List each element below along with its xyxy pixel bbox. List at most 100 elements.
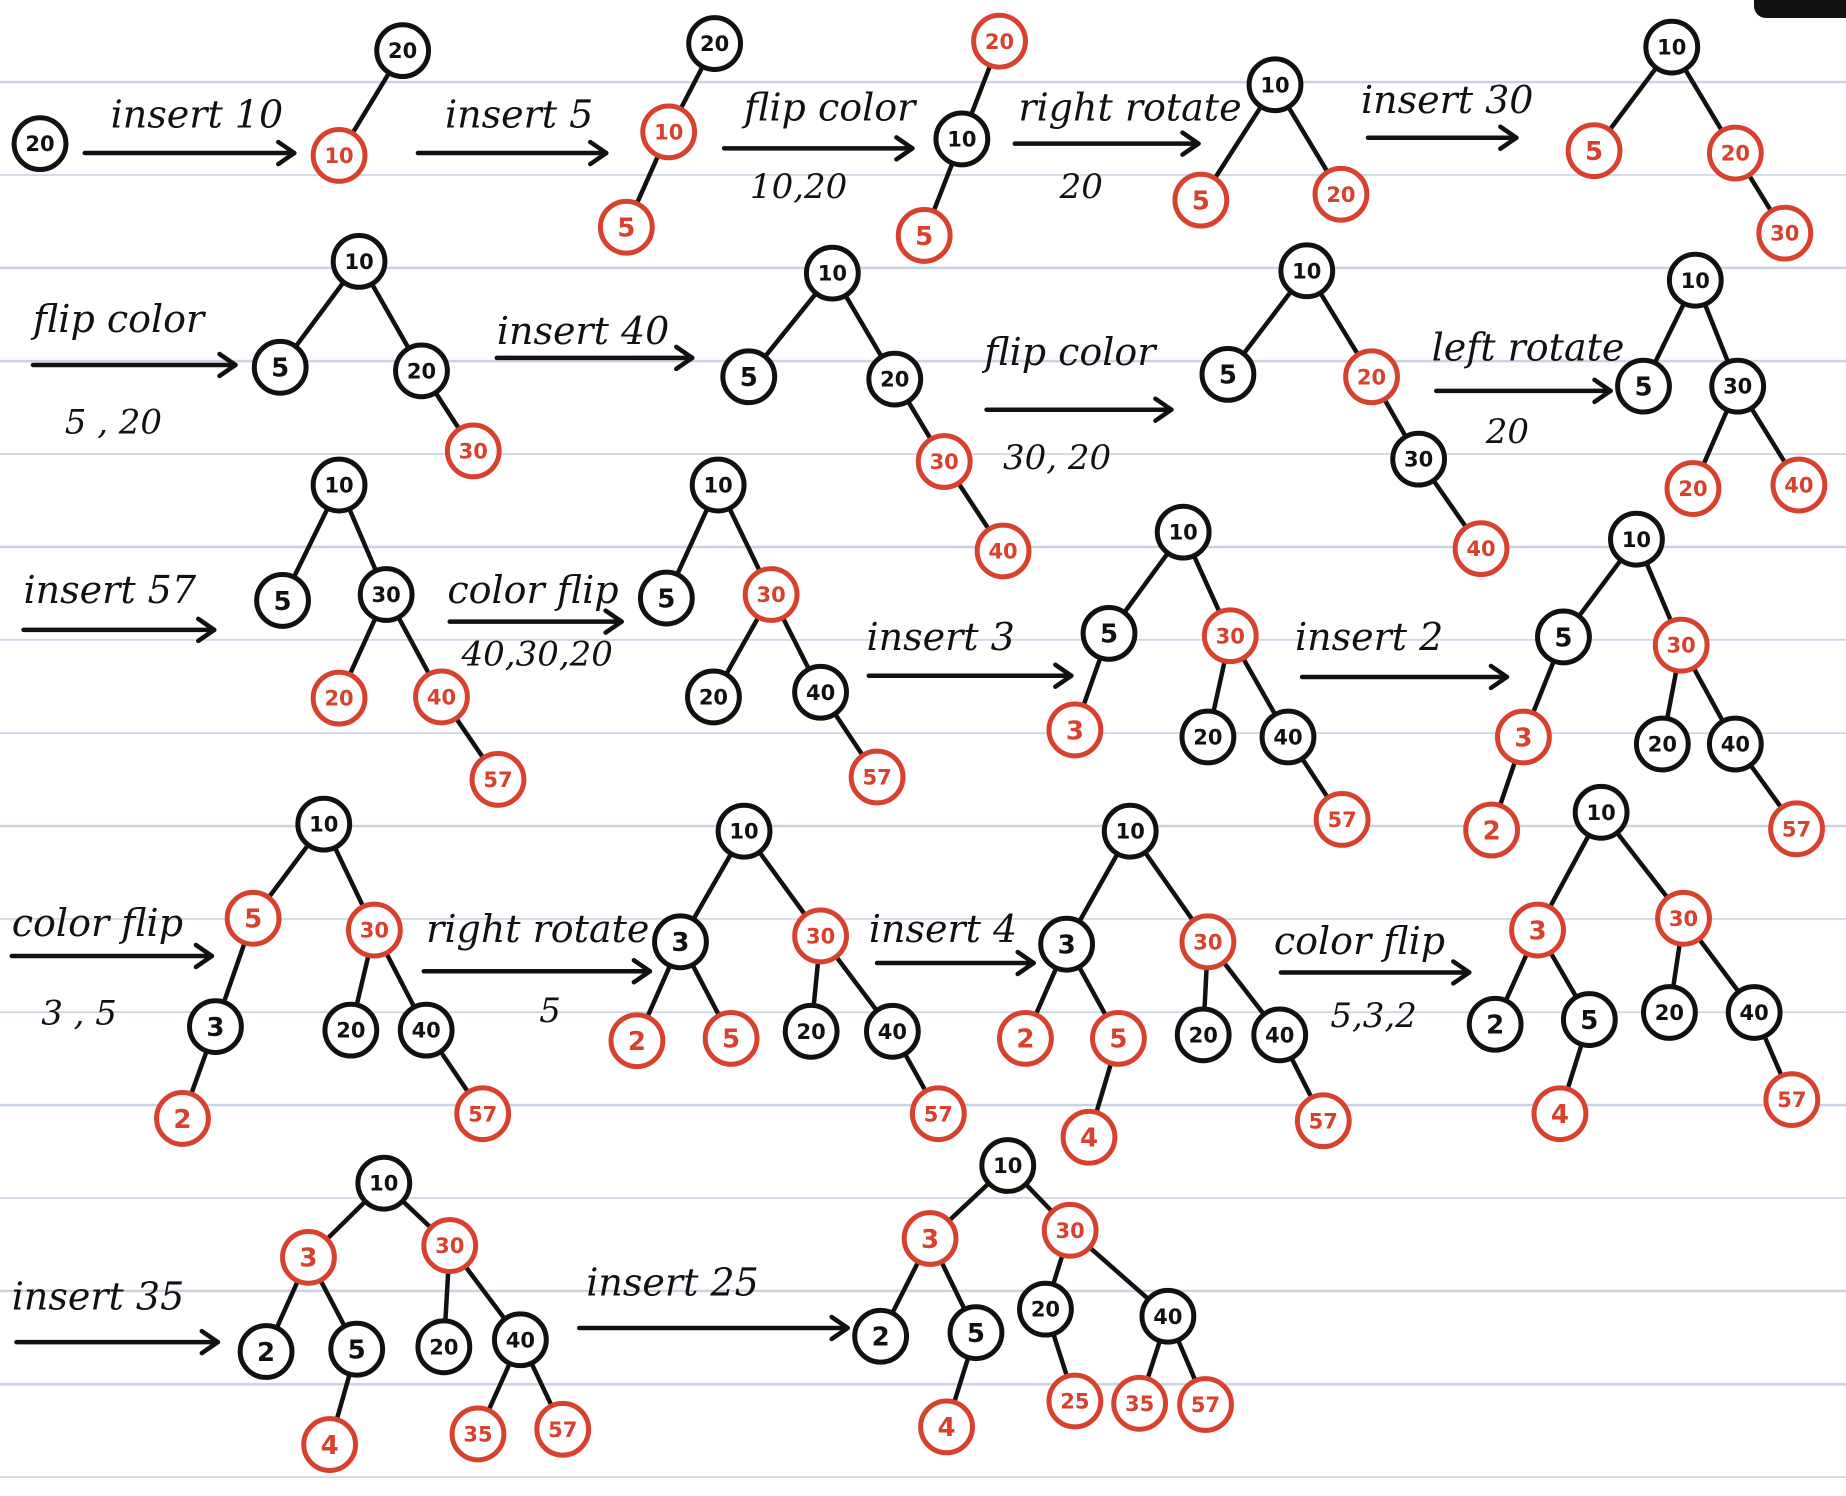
node-label: 40 [412,1019,441,1043]
node-circle [1017,1280,1074,1338]
node-label: 57 [1191,1393,1220,1417]
tree-node-30-red: 30 [792,907,849,965]
tree-node-5-black: 5 [1615,357,1672,415]
step-s16: insert 4 [869,907,1036,977]
node-label: 2 [1483,816,1501,846]
node-label: 5 [967,1319,985,1349]
node-label: 35 [463,1423,492,1447]
step-label: flip color [741,85,918,129]
tree-node-20-red: 20 [1664,460,1722,517]
tree-node-30-red: 30 [444,422,502,480]
tree-node-25-red: 25 [1046,1372,1104,1430]
tree-node-5-red: 5 [1565,122,1623,180]
node-circle [1706,715,1764,773]
node-label: 3 [671,928,689,958]
tree-node-10-black: 10 [1101,802,1159,860]
tree-node-40-black: 40 [863,1002,921,1060]
node-label: 57 [468,1102,497,1126]
node-label: 4 [937,1413,955,1443]
tree-edge [291,506,330,580]
window-corner-bar [1754,0,1846,18]
node-circle [449,1405,507,1463]
node-circle [280,1228,337,1286]
node-circle [397,1001,455,1059]
node-circle [1641,984,1698,1041]
tree-node-40-red: 40 [1452,520,1510,578]
step-label: insert 35 [12,1274,184,1318]
tree-edge [1530,658,1557,716]
node-circle [974,522,1032,580]
tree-node-57-red: 57 [848,748,906,806]
tree-edge [634,153,661,206]
node-label: 57 [1777,1088,1806,1112]
tree-node-57-red: 57 [1763,1071,1821,1128]
node-label: 5 [722,1025,740,1055]
arrow-head-icon [1592,377,1613,405]
node-circle [415,1318,473,1376]
node-circle [1495,708,1552,766]
step-sub-label: 5 , 20 [65,402,162,442]
node-label: 10 [1622,528,1651,552]
node-label: 30 [435,1234,464,1258]
node-label: 5 [1192,187,1210,217]
tree-node-30-black: 30 [1390,430,1448,488]
node-label: 5 [617,214,635,244]
tree-node-30-red: 30 [1201,607,1259,665]
tree-edge [1652,301,1687,366]
node-label: 10 [369,1172,398,1196]
node-circle [1174,1006,1232,1064]
node-label: 30 [1770,222,1799,246]
node-circle [997,1009,1054,1067]
tree-node-57-red: 57 [1177,1376,1234,1433]
node-circle [640,103,698,161]
node-label: 30 [360,919,389,943]
node-circle [1090,1009,1147,1067]
node-circle [866,350,924,408]
tree-edge [1702,301,1731,365]
tree-node-2-red: 2 [1463,801,1521,859]
node-label: 57 [862,766,891,790]
node-label: 30 [757,583,786,607]
tree-edge [723,614,761,677]
node-circle [301,1416,359,1473]
node-circle [1565,122,1623,180]
tree-edge [529,1360,554,1409]
node-circle [1278,242,1336,300]
tree-node-20-red: 20 [1343,348,1400,406]
arrow-head-icon [1015,949,1036,977]
tree-node-20-black: 20 [393,342,450,400]
step-s19: insert 25 [576,1260,850,1342]
node-circle [330,232,388,290]
node-label: 30 [1667,634,1696,658]
tree-edge [1670,941,1682,990]
tree-edge [347,506,379,573]
node-circle [918,1398,975,1456]
tree-node-40-black: 40 [1139,1287,1197,1345]
node-circle [1313,790,1371,848]
node-label: 2 [628,1027,646,1057]
node-circle [310,127,368,184]
arrow-head-icon [603,608,624,635]
node-circle [413,668,470,726]
node-circle [848,748,906,806]
arrow-head-icon [631,958,653,985]
tree-node-2-red: 2 [997,1009,1054,1067]
node-label: 5 [1109,1025,1127,1055]
node-label: 10 [1587,801,1616,825]
node-circle [637,569,695,627]
tree-edge [266,842,311,900]
tree-edge [221,940,247,1005]
tree-edge [486,1361,512,1413]
tree-edge [443,1269,451,1324]
node-label: 40 [427,686,456,710]
tree-node-10-black: 10 [933,110,991,168]
step-label: insert 25 [586,1260,758,1304]
node-circle [1572,783,1630,841]
tree-edge [1576,557,1624,619]
arrow-head-icon [217,351,238,379]
node-circle [803,244,861,302]
tree-node-40-red: 40 [413,668,470,726]
tree-edge [1033,965,1059,1017]
